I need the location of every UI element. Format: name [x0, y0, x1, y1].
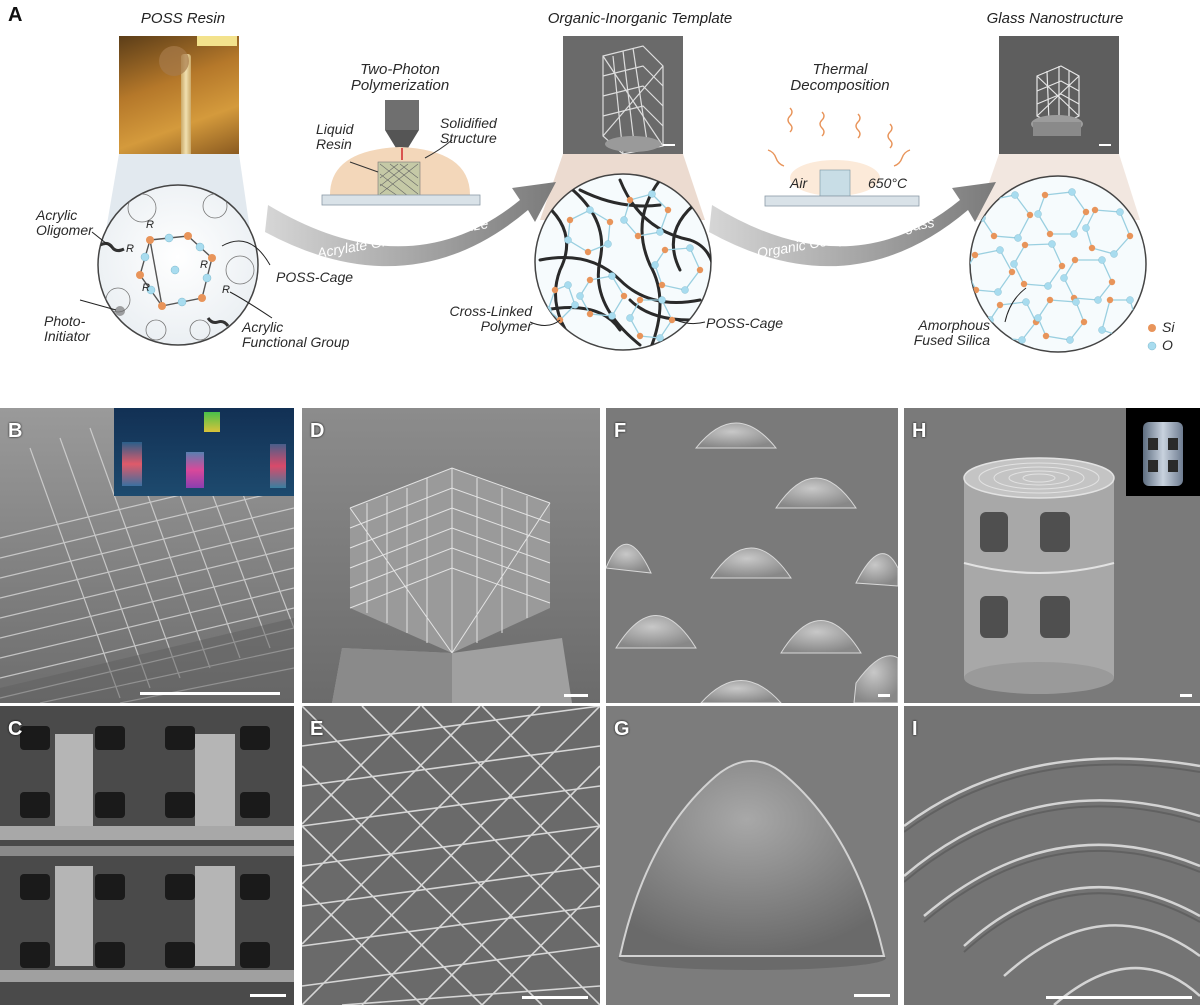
panel-h-inset-photo: [1126, 408, 1200, 496]
legend-si-dot: [1148, 324, 1156, 332]
template-circle: [529, 173, 712, 351]
scale-bar: [878, 694, 890, 697]
panel-e-image: [302, 706, 600, 1005]
panel-i-letter: I: [912, 718, 918, 740]
panel-e-letter: E: [310, 718, 324, 740]
panel-a: A POSS Resin Organic-Inorganic Template …: [0, 0, 1200, 405]
label-air: Air: [790, 175, 808, 191]
scale-bar: [1099, 144, 1111, 146]
label-poss-cage-1: POSS-Cage: [276, 269, 354, 285]
svg-text:R: R: [222, 284, 230, 296]
panel-f-letter: F: [614, 420, 627, 442]
panel-h-letter: H: [912, 420, 927, 442]
scale-bar: [854, 994, 890, 997]
panel-a-diagram: Acrylate Groups Polymerize Organic Compo…: [79, 100, 1157, 353]
panel-g-letter: G: [614, 718, 630, 740]
label-liquid-resin: Liquid Resin: [316, 121, 354, 152]
process-arrow-2: [709, 182, 996, 267]
scale-bar: [522, 996, 588, 999]
scale-bar: [1180, 694, 1192, 697]
label-temperature: 650°C: [868, 175, 908, 191]
scale-bar: [663, 144, 675, 146]
stage-title-template: Organic-Inorganic Template: [547, 10, 733, 27]
panel-i-image: [904, 706, 1200, 1005]
label-amorphous-fused-silica: Amorphous Fused Silica: [913, 317, 990, 348]
panel-c-image: [0, 706, 294, 1005]
two-photon-sketch: [321, 100, 481, 206]
legend-si-label: Si: [1162, 319, 1175, 335]
scale-bar: [140, 692, 280, 695]
process-two-photon-title: Two-Photon Polymerization: [350, 61, 450, 94]
panel-g-image: [606, 706, 898, 1005]
label-cross-linked-polymer: Cross-Linked Polymer: [449, 303, 532, 334]
label-photo-initiator: Photo- Initiator: [44, 313, 90, 344]
scale-bar: [564, 694, 588, 697]
label-acrylic-functional-group: Acrylic Functional Group: [242, 319, 350, 350]
svg-text:R: R: [126, 243, 134, 255]
label-acrylic-oligomer: Acrylic Oligomer: [36, 207, 93, 238]
panel-f-image: [606, 408, 898, 703]
panel-b-image: [0, 408, 294, 703]
template-sem-photo: [563, 36, 683, 154]
label-poss-cage-2: POSS-Cage: [706, 315, 784, 331]
panel-d-image: [302, 408, 600, 703]
panel-d-letter: D: [310, 420, 325, 442]
scale-bar: [1046, 996, 1192, 999]
svg-text:R: R: [200, 259, 208, 271]
svg-text:R: R: [146, 219, 154, 231]
process-thermal-title: Thermal Decomposition: [790, 61, 890, 94]
thermal-sketch: [764, 107, 920, 207]
scale-bar: [250, 994, 286, 997]
panel-a-letter: A: [8, 4, 23, 26]
svg-text:R: R: [142, 282, 150, 294]
label-solidified-structure: Solidified Structure: [440, 115, 497, 146]
process-arrow-1: [265, 182, 556, 267]
legend-o-label: O: [1162, 337, 1173, 353]
stage-title-glass: Glass Nanostructure: [986, 10, 1124, 27]
stage-title-poss-resin: POSS Resin: [140, 10, 226, 27]
panel-b-letter: B: [8, 420, 23, 442]
legend-o-dot: [1147, 341, 1157, 351]
panel-h-image: [904, 408, 1200, 703]
panel-b-inset-photo: [114, 408, 294, 496]
glass-sem-photo: [999, 36, 1119, 154]
panel-c-letter: C: [8, 718, 23, 740]
resin-vial-photo: [119, 36, 239, 154]
